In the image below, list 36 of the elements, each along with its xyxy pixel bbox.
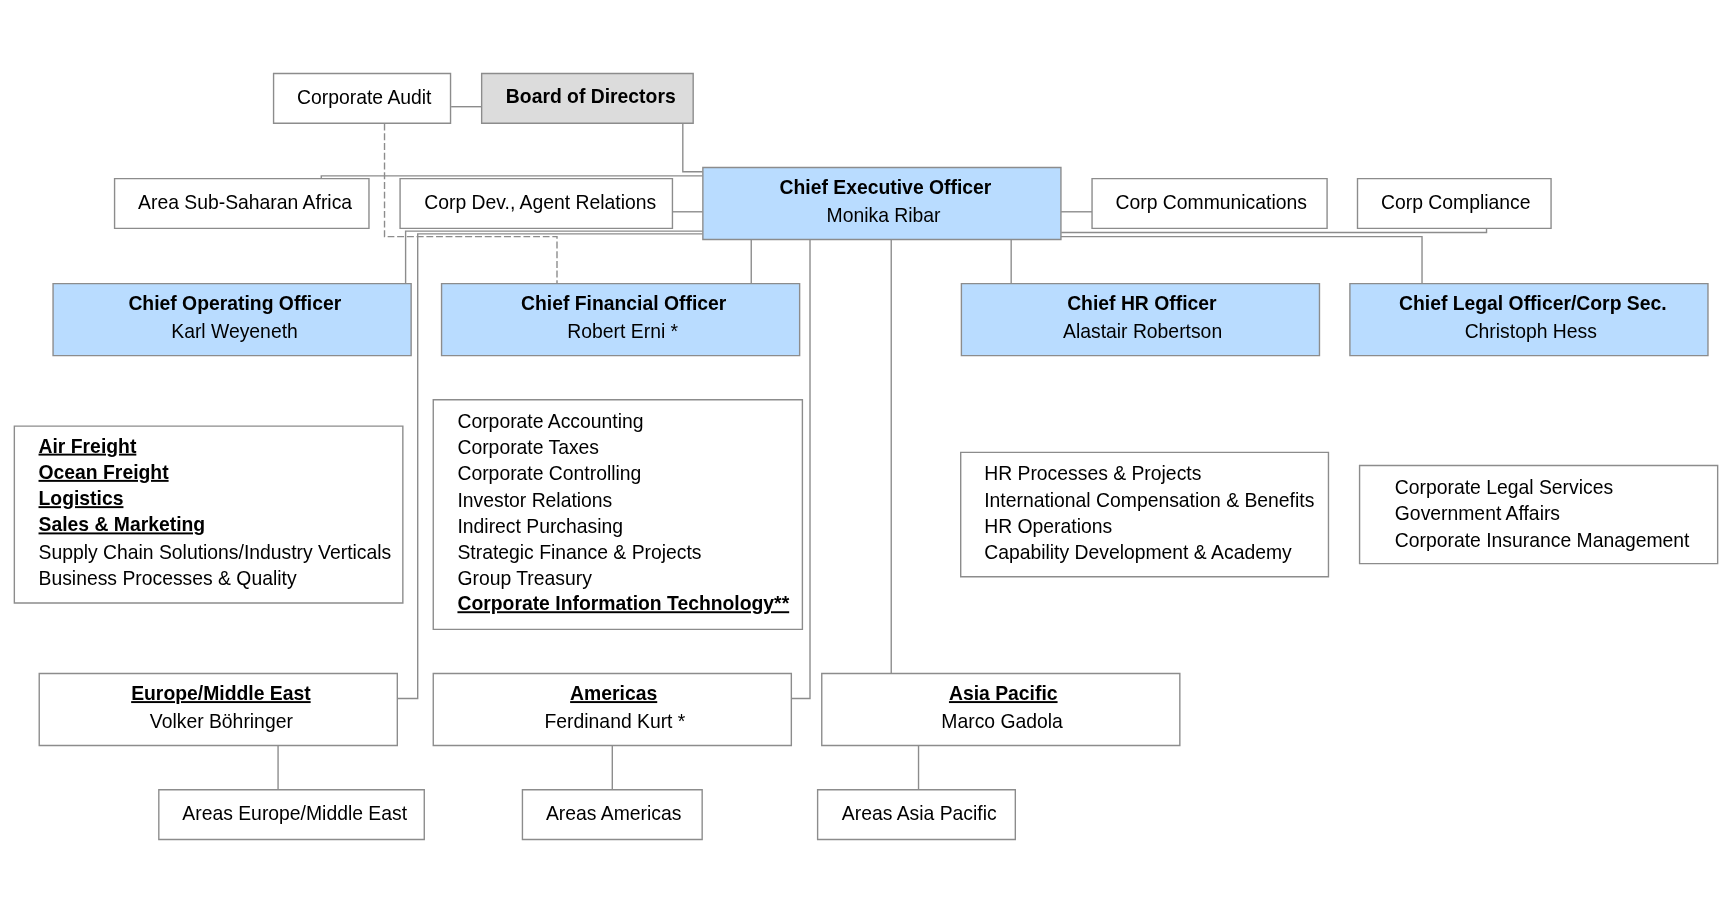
- connector: [611, 744, 613, 790]
- connector: [750, 238, 752, 284]
- connector: [450, 105, 483, 107]
- connector: [320, 174, 704, 179]
- connector: [917, 744, 920, 790]
- connector: [672, 210, 704, 212]
- connector: [1060, 227, 1488, 233]
- node-box: Chief Financial Officer Robert Erni *: [440, 282, 801, 356]
- node-box: Corporate Accounting Corporate Taxes Corporate Controlling Investor Relations Indirect Purchasing Strategic Finance & Projects Group Treasury Corporate Information Technology**: [432, 398, 804, 630]
- node-box: Corp Compliance: [1356, 177, 1552, 229]
- node-box: Corporate Legal Services Government Affairs Corporate Insurance Management: [1358, 464, 1719, 564]
- connector: [682, 122, 704, 172]
- node-box: Chief Legal Officer/Corp Sec. Christoph Hess: [1349, 282, 1709, 356]
- connector: [404, 229, 704, 284]
- node-box: HR Processes & Projects International Compensation & Benefits HR Operations Capability Development & Academy: [960, 451, 1330, 577]
- node-box: Chief HR Officer Alastair Robertson: [960, 282, 1321, 356]
- node-box: Areas Europe/Middle East: [158, 788, 425, 840]
- node-box: Corporate Audit: [272, 72, 452, 124]
- node-box: Air Freight Ocean Freight Logistics Sales & Marketing Supply Chain Solutions/Industry Verticals Business Processes & Quality: [13, 424, 404, 604]
- node-box: Chief Operating Officer Karl Weyeneth: [52, 282, 412, 356]
- connector: [1060, 210, 1093, 212]
- connector: [1060, 235, 1423, 284]
- connector: [1010, 238, 1012, 284]
- node-box: Corp Dev., Agent Relations: [399, 177, 674, 229]
- node-box: Area Sub-Saharan Africa: [113, 177, 370, 229]
- connector: [277, 744, 279, 790]
- connector: [383, 122, 558, 284]
- node-box: Board of Directors: [480, 72, 694, 124]
- node-box: Corp Communications: [1091, 177, 1328, 229]
- node-box: Asia Pacific Marco Gadola: [821, 672, 1181, 746]
- node-box: Europe/Middle East Volker Böhringer: [38, 672, 398, 746]
- node-box: Areas Asia Pacific: [816, 788, 1016, 840]
- connector: [890, 238, 892, 674]
- node-box: Americas Ferdinand Kurt *: [432, 672, 793, 746]
- node-box: Areas Americas: [521, 788, 703, 840]
- node-box: Chief Executive Officer Monika Ribar: [702, 166, 1062, 240]
